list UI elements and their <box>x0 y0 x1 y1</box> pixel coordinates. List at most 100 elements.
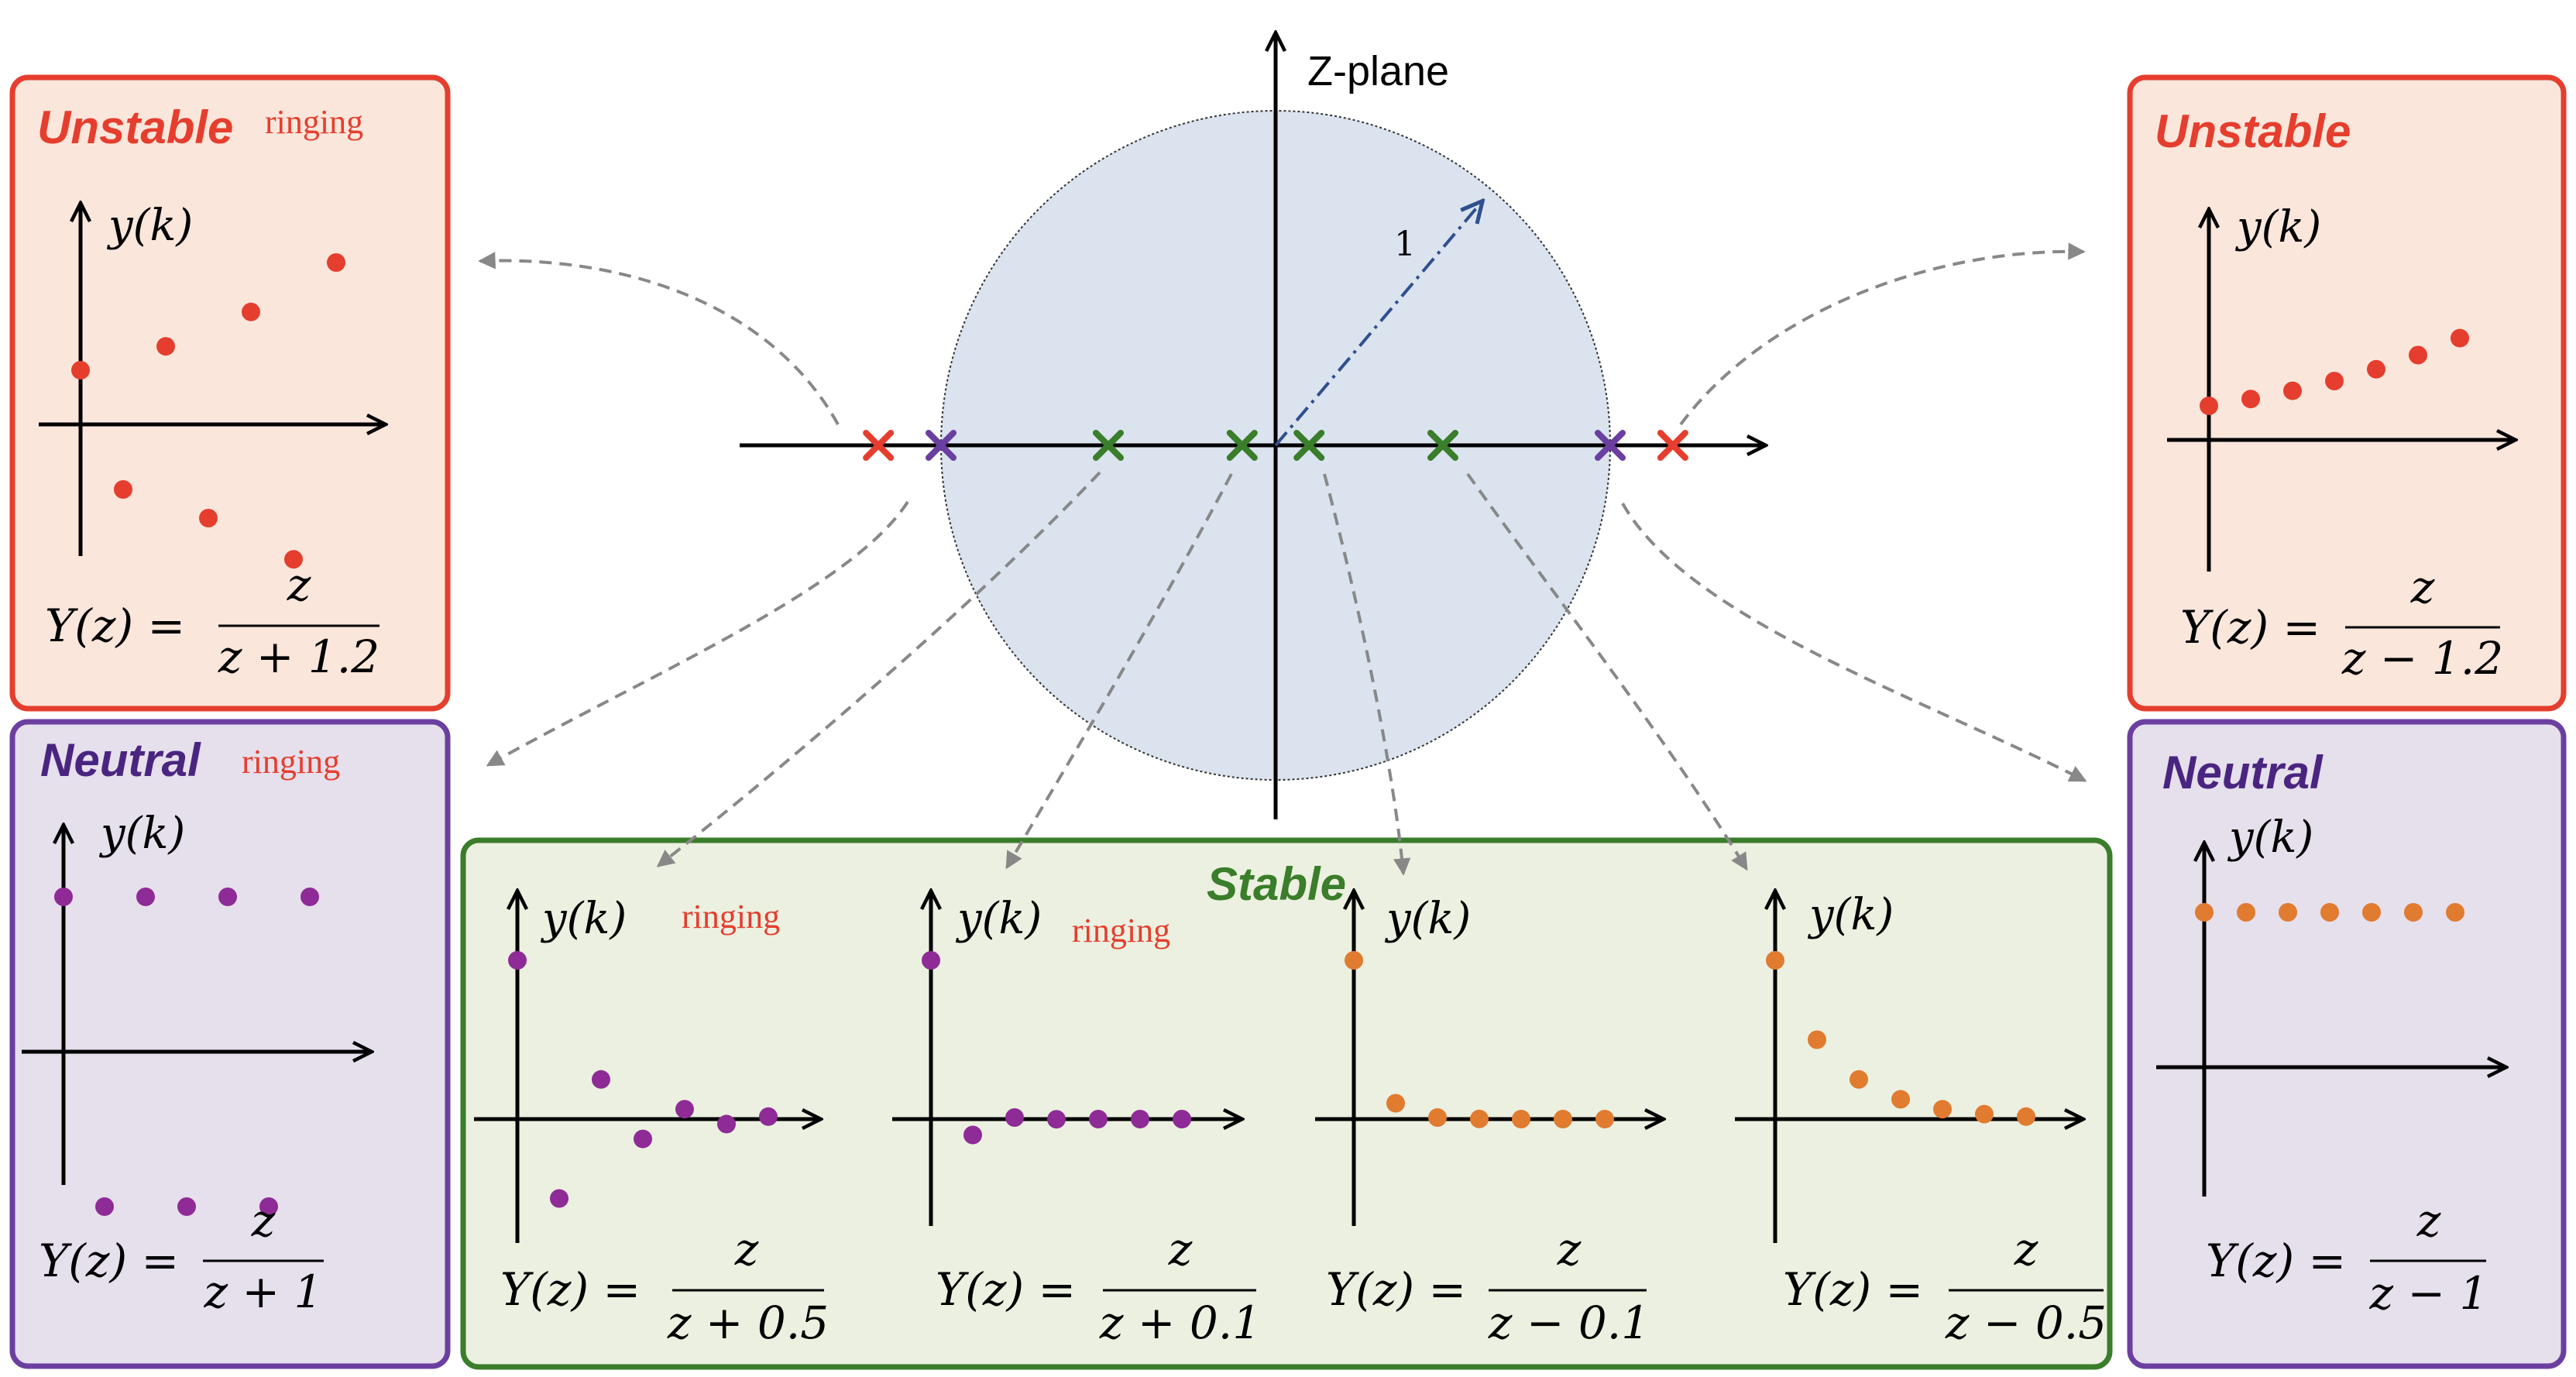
neutral-left-samples <box>54 888 319 1216</box>
arrow-to-neutral-left <box>486 500 909 767</box>
pole-marker <box>1093 430 1124 461</box>
stable-2-num: z <box>1168 1223 1193 1276</box>
unstable-right-title: Unstable <box>2155 105 2351 157</box>
stable-2-den: z + 0.1 <box>1099 1296 1261 1349</box>
stable-content: Stable y(k) ringing Y(z) = z z + 0.5 y(k… <box>474 858 2107 1349</box>
sample-dot <box>327 253 345 272</box>
sample-dot <box>2409 345 2427 365</box>
stable-3-num: z <box>1557 1223 1582 1276</box>
pole-marker <box>1595 430 1626 461</box>
sample-dot <box>592 1070 610 1089</box>
unstable-left-ylabel: y(k) <box>106 201 193 251</box>
sample-dot <box>2195 903 2214 922</box>
sample-dot <box>1089 1110 1108 1128</box>
unstable-left-panel <box>9 74 451 712</box>
stable-4-samples <box>1766 951 2035 1126</box>
sample-dot <box>301 888 319 906</box>
neutral-right-num: z <box>2416 1194 2441 1247</box>
sample-dot <box>1975 1104 1994 1124</box>
sample-dot <box>2017 1107 2035 1126</box>
unit-radius-arrow <box>1274 203 1481 447</box>
arrow-to-stable-2 <box>1005 473 1233 870</box>
pole-marker <box>926 430 957 461</box>
stable-3-lhs: Y(z) = <box>1326 1263 1466 1316</box>
stable-1-lhs: Y(z) = <box>500 1263 641 1316</box>
pole-marker <box>1657 430 1688 461</box>
stable-2-ylabel: y(k) <box>955 894 1042 944</box>
neutral-left-ringing: ringing <box>242 743 340 781</box>
sample-dot <box>1005 1108 1024 1127</box>
sample-dot <box>717 1114 736 1134</box>
stable-3-den: z − 0.1 <box>1488 1296 1650 1349</box>
z-plane-title: Z-plane <box>1307 48 1449 94</box>
pole-to-response-arrows <box>478 242 2087 876</box>
sample-dot <box>2241 390 2260 409</box>
sample-dot <box>177 1197 196 1216</box>
neutral-right-title: Neutral <box>2162 747 2324 798</box>
unstable-left-ringing: ringing <box>265 103 363 141</box>
arrow-to-unstable-left <box>478 252 840 425</box>
radius-label: 1 <box>1394 225 1416 264</box>
sample-dot <box>54 888 73 906</box>
sample-dot <box>114 480 132 499</box>
stable-4-lhs: Y(z) = <box>1783 1263 1923 1316</box>
sample-dot <box>218 888 237 906</box>
sample-dot <box>1428 1108 1447 1127</box>
neutral-right-den: z − 1 <box>2369 1267 2488 1320</box>
sample-dot <box>2283 381 2302 400</box>
sample-dot <box>1173 1110 1191 1128</box>
sample-dot <box>550 1189 568 1208</box>
sample-dot <box>1470 1109 1489 1128</box>
unstable-left-samples <box>71 253 345 569</box>
stable-4-ylabel: y(k) <box>1807 890 1894 940</box>
sample-dot <box>1766 951 1784 970</box>
stable-subplot-1: y(k) ringing Y(z) = z z + 0.5 <box>474 891 829 1349</box>
stable-2-samples <box>922 951 1191 1145</box>
sample-dot <box>1933 1100 1952 1119</box>
sample-dot <box>1345 951 1363 970</box>
arrow-to-unstable-right <box>1679 242 2086 426</box>
sample-dot <box>1891 1090 1910 1109</box>
stable-1-ylabel: y(k) <box>540 894 627 944</box>
stable-2-ringing: ringing <box>1072 912 1170 949</box>
sample-dot <box>199 509 218 527</box>
sample-dot <box>759 1107 778 1126</box>
sample-dot <box>2404 903 2423 922</box>
sample-dot <box>922 951 940 970</box>
neutral-left-lhs: Y(z) = <box>39 1234 179 1287</box>
sample-dot <box>675 1100 694 1119</box>
unstable-left-content: Unstable ringing y(k) Y(z) = z z + 1.2 <box>37 101 386 683</box>
neutral-right-lhs: Y(z) = <box>2206 1234 2346 1287</box>
sample-dot <box>242 302 260 321</box>
sample-dot <box>156 337 175 356</box>
sample-dot <box>963 1125 982 1145</box>
sample-dot <box>1512 1110 1530 1128</box>
arrow-to-stable-4 <box>1466 472 1748 871</box>
neutral-left-num: z <box>251 1194 276 1247</box>
neutral-left-content: Neutral ringing y(k) Y(z) = z z + 1 <box>22 734 372 1318</box>
unstable-right-samples <box>2200 328 2469 415</box>
sample-dot <box>71 361 90 379</box>
sample-dot <box>95 1197 114 1216</box>
neutral-right-content: Neutral y(k) Y(z) = z z − 1 <box>2156 747 2506 1320</box>
unstable-right-num: z <box>2410 561 2435 613</box>
unstable-left-lhs: Y(z) = <box>45 599 185 652</box>
sample-dot <box>634 1129 652 1149</box>
stable-3-ylabel: y(k) <box>1384 894 1471 944</box>
sample-dot <box>284 550 303 569</box>
sample-dot <box>1554 1110 1572 1128</box>
sample-dot <box>1131 1110 1149 1128</box>
stable-panel <box>460 837 2113 1370</box>
stable-subplot-4: y(k) Y(z) = z z − 0.5 <box>1735 890 2107 1349</box>
sample-dot <box>2279 903 2297 922</box>
pole-marker <box>1226 430 1258 461</box>
stable-1-num: z <box>734 1223 759 1276</box>
unstable-left-title: Unstable <box>37 101 233 153</box>
sample-dot <box>2451 328 2469 348</box>
sample-dot <box>2320 903 2339 922</box>
arrow-to-stable-1 <box>656 471 1101 867</box>
sample-dot <box>2237 903 2255 922</box>
unstable-right-ylabel: y(k) <box>2234 202 2321 252</box>
arrow-to-neutral-right <box>1621 503 2087 782</box>
z-plane: Z-plane 1 <box>740 33 1766 819</box>
